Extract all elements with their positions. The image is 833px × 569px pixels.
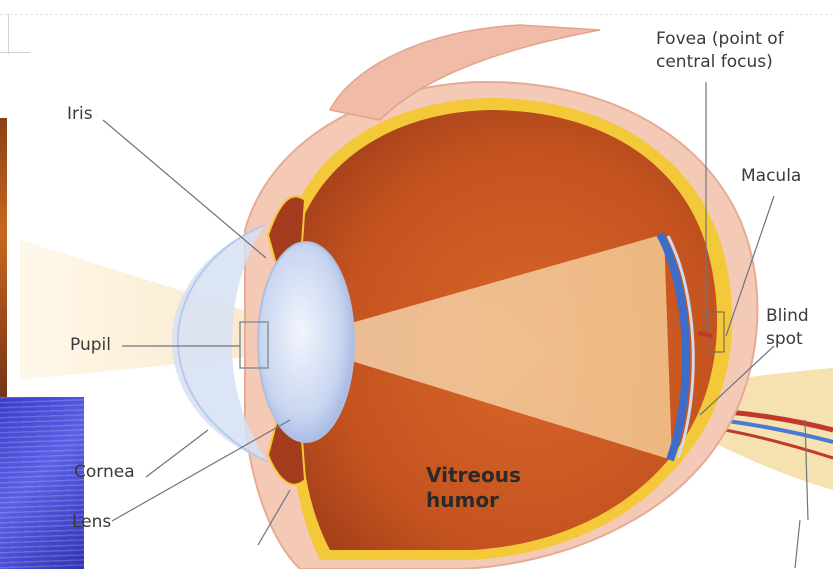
label-lens: Lens: [72, 512, 111, 533]
label-vitreous-line1: Vitreous: [426, 463, 521, 487]
label-iris: Iris: [67, 104, 93, 125]
background-photo-corner: [0, 397, 84, 569]
lens: [258, 242, 354, 442]
label-pupil: Pupil: [70, 335, 111, 356]
label-vitreous-line2: humor: [426, 488, 499, 512]
label-fovea-line1: Fovea (point of: [656, 29, 784, 50]
label-blind-line1: Blind: [766, 306, 809, 327]
label-cornea: Cornea: [74, 462, 135, 483]
label-macula: Macula: [741, 166, 801, 187]
label-fovea-line2: central focus): [656, 52, 773, 73]
label-blind-line2: spot: [766, 329, 803, 350]
